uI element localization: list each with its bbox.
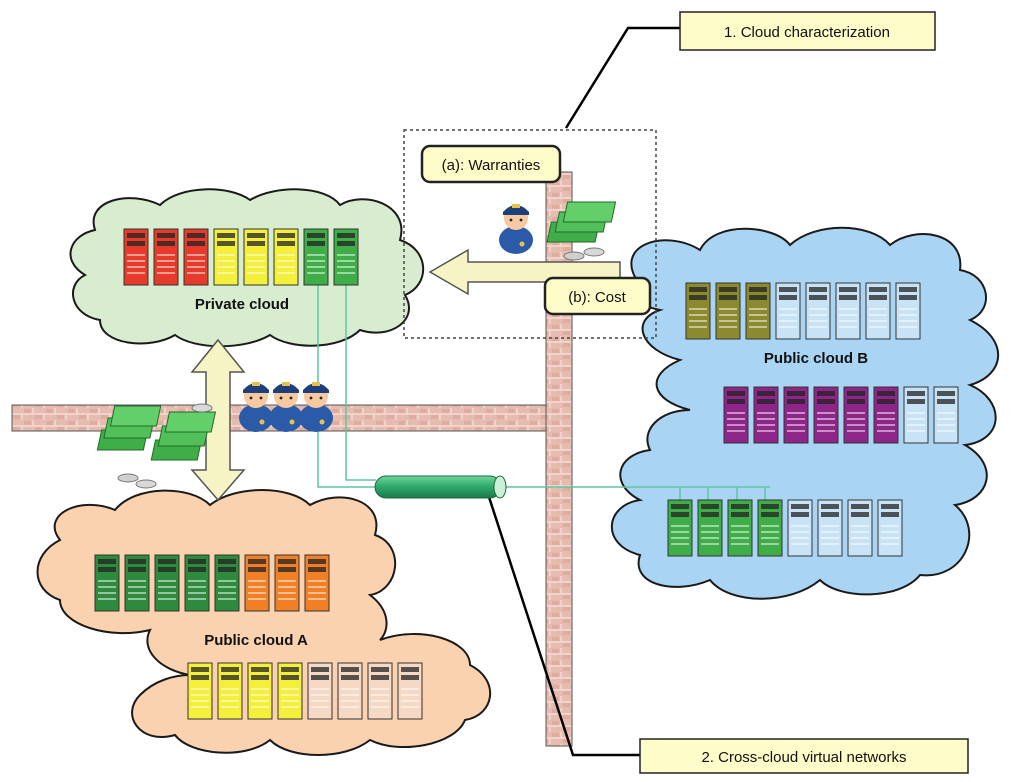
- server-rack: [727, 499, 753, 557]
- server-rack: [877, 499, 903, 557]
- server-rack: [835, 282, 861, 340]
- cloud-characterization-box: [403, 129, 657, 339]
- server-rack: [397, 662, 423, 720]
- server-rack: [333, 228, 359, 286]
- characterization-leader-line: [564, 26, 680, 129]
- police-officer-icon: [269, 382, 303, 432]
- server-rack: [217, 662, 243, 720]
- server-rack: [805, 282, 831, 340]
- server-rack: [274, 554, 300, 612]
- server-rack: [123, 228, 149, 286]
- server-rack: [783, 386, 809, 444]
- server-rack: [667, 499, 693, 557]
- server-rack: [933, 386, 959, 444]
- negotiation-arrow: [428, 248, 621, 296]
- server-rack: [787, 499, 813, 557]
- server-rack: [303, 228, 329, 286]
- server-rack: [775, 282, 801, 340]
- virtual-network-tube: [374, 475, 507, 499]
- police-officer-icon: [239, 382, 273, 432]
- server-rack: [903, 386, 929, 444]
- public-cloud-b-servers: [667, 282, 959, 557]
- cloud-characterization-callout: 1. Cloud characterization: [679, 11, 936, 51]
- server-rack: [183, 228, 209, 286]
- server-rack: [153, 228, 179, 286]
- server-rack: [247, 662, 273, 720]
- server-rack: [367, 662, 393, 720]
- server-rack: [214, 554, 240, 612]
- warranties-text: (a): Warranties: [442, 157, 541, 174]
- server-rack: [843, 386, 869, 444]
- server-rack: [817, 499, 843, 557]
- server-rack: [94, 554, 120, 612]
- police-officer-icon: [299, 382, 333, 432]
- private-cloud-label: Private cloud: [195, 296, 289, 313]
- public-cloud-b-label: Public cloud B: [764, 350, 868, 367]
- cross-cloud-network-lines: [317, 285, 770, 500]
- server-rack: [273, 228, 299, 286]
- server-rack: [277, 662, 303, 720]
- server-rack: [187, 662, 213, 720]
- server-rack: [715, 282, 741, 340]
- server-rack: [184, 554, 210, 612]
- server-rack: [895, 282, 921, 340]
- server-rack: [307, 662, 333, 720]
- public-cloud-a-label: Public cloud A: [204, 632, 308, 649]
- server-rack: [685, 282, 711, 340]
- server-rack: [304, 554, 330, 612]
- cost-text: (b): Cost: [568, 289, 626, 306]
- server-rack: [873, 386, 899, 444]
- money-stack-icon: [546, 201, 617, 261]
- public-cloud-a-servers: [94, 554, 423, 720]
- server-rack: [753, 386, 779, 444]
- cross-cloud-networks-text: 2. Cross-cloud virtual networks: [701, 749, 906, 766]
- server-rack: [847, 499, 873, 557]
- server-rack: [745, 282, 771, 340]
- server-rack: [757, 499, 783, 557]
- police-officer-icon: [499, 204, 533, 254]
- server-rack: [813, 386, 839, 444]
- server-rack: [337, 662, 363, 720]
- server-rack: [154, 554, 180, 612]
- server-rack: [723, 386, 749, 444]
- cloud-characterization-text: 1. Cloud characterization: [724, 24, 890, 41]
- private-public-a-double-arrow: [190, 338, 246, 502]
- server-rack: [865, 282, 891, 340]
- server-rack: [243, 228, 269, 286]
- cross-cloud-networks-callout: 2. Cross-cloud virtual networks: [639, 738, 969, 774]
- server-rack: [244, 554, 270, 612]
- private-cloud-servers: [123, 228, 359, 286]
- money-stack-icon: [96, 405, 162, 489]
- cost-callout: (b): Cost: [543, 276, 652, 316]
- server-rack: [697, 499, 723, 557]
- warranties-callout: (a): Warranties: [420, 144, 562, 184]
- money-stack-icon: [150, 403, 217, 461]
- server-rack: [213, 228, 239, 286]
- networks-leader-line: [486, 493, 640, 757]
- server-rack: [124, 554, 150, 612]
